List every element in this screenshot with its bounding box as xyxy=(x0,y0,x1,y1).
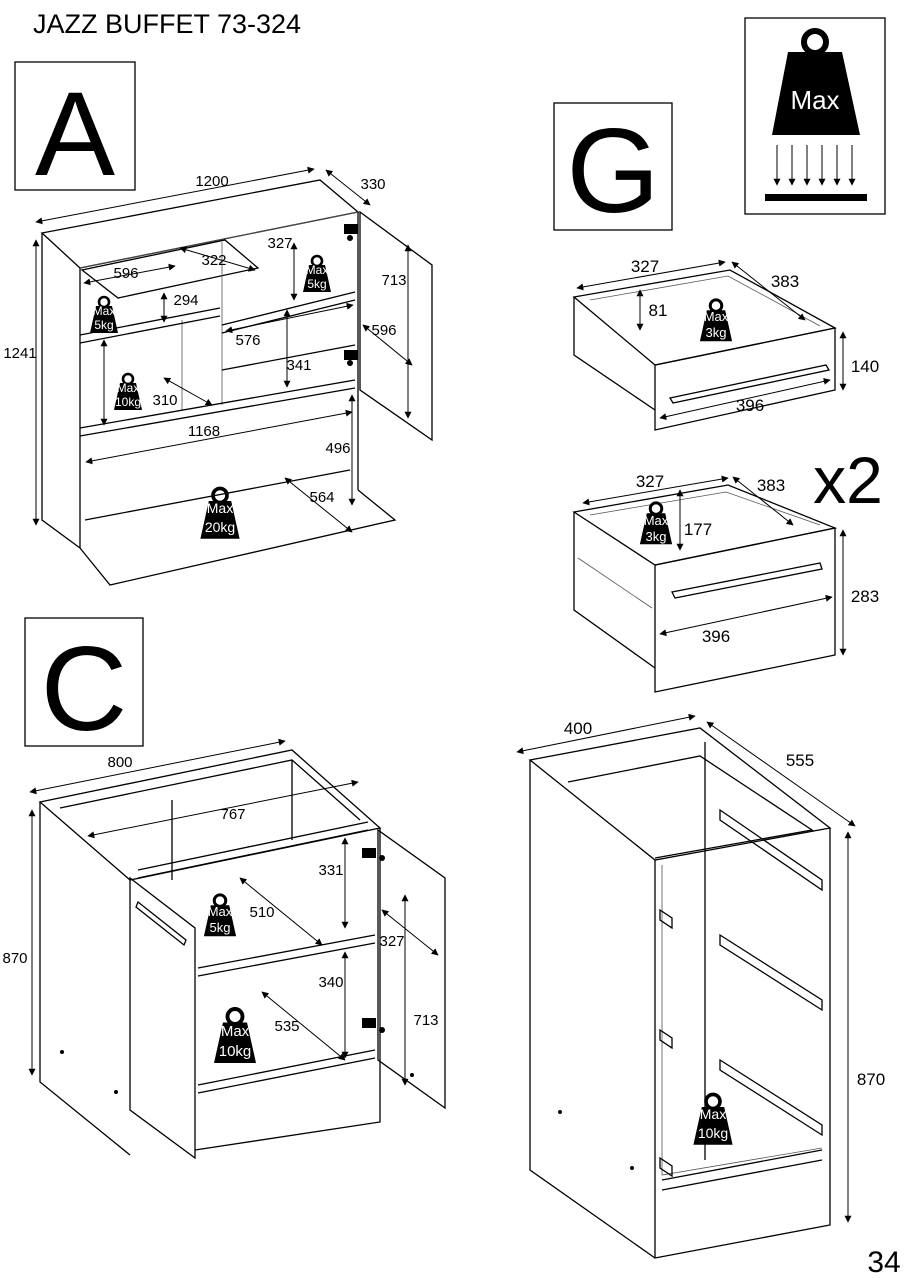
load-a-20kg-line2: 20kg xyxy=(205,519,235,535)
dim-a-width: 1200 xyxy=(195,173,228,190)
dim-c-door-width: 327 xyxy=(379,933,404,950)
load-c-5kg-line1: Max xyxy=(208,904,233,919)
drawer-large-drawing xyxy=(572,484,838,693)
dim-c-width: 800 xyxy=(107,754,132,771)
dim-c-shelf-gap: 331 xyxy=(318,862,343,879)
dim-g-carcass-height: 870 xyxy=(857,1070,885,1089)
dim-c-shelf-depth: 510 xyxy=(249,904,274,921)
max-symbol-label: Max xyxy=(790,85,839,115)
section-c-letter: C xyxy=(41,622,128,756)
drawer-carcass-drawing xyxy=(528,727,832,1259)
load-c-10kg-line1: Max xyxy=(221,1023,250,1040)
section-c: C 800 767 331 xyxy=(2,617,446,1160)
dim-c-height: 870 xyxy=(2,950,27,967)
dim-a-inner-576: 576 xyxy=(235,332,260,349)
drawer-small-drawing xyxy=(572,269,837,431)
dim-g-large-depth: 383 xyxy=(757,476,785,495)
section-a: A 1200 xyxy=(3,61,433,586)
section-g-frame xyxy=(553,102,673,231)
load-a-5kg-left-line1: Max xyxy=(93,304,116,318)
dim-a-height: 1241 xyxy=(3,345,36,362)
dim-c-inner-width: 767 xyxy=(220,806,245,823)
section-g-letter: G xyxy=(566,104,659,238)
load-c-5kg-line2: 5kg xyxy=(210,920,231,935)
dim-a-depth: 330 xyxy=(360,176,385,193)
dim-a-gap-294: 294 xyxy=(173,292,198,309)
load-a-10kg-line2: 10kg xyxy=(115,395,141,409)
dim-g-small-inner-height: 81 xyxy=(649,301,668,320)
dim-g-carcass-width: 400 xyxy=(564,719,592,738)
drawer-large-quantity: x2 xyxy=(813,443,883,517)
dim-a-inner-width: 1168 xyxy=(188,423,220,440)
page-number: 34 xyxy=(867,1246,900,1279)
dim-g-carcass-depth: 555 xyxy=(786,751,814,770)
load-g-large-line1: Max xyxy=(644,513,669,528)
section-a-letter: A xyxy=(35,67,115,201)
load-c-10kg-line2: 10kg xyxy=(219,1043,252,1060)
dim-g-large-inner-height: 177 xyxy=(684,520,712,539)
dim-g-small-depth: 383 xyxy=(771,272,799,291)
load-a-5kg-left-line2: 5kg xyxy=(94,318,113,332)
load-a-10kg-line1: Max xyxy=(117,381,140,395)
load-g-carcass-line2: 10kg xyxy=(698,1125,728,1141)
load-a-5kg-right-line1: Max xyxy=(306,263,329,277)
dim-a-shelf-top-width: 596 xyxy=(113,265,138,282)
load-g-small-line1: Max xyxy=(704,309,729,324)
dim-a-bottom-height: 496 xyxy=(325,440,350,457)
dim-a-depth-310: 310 xyxy=(152,392,177,409)
load-g-small-line2: 3kg xyxy=(706,325,727,340)
dim-g-large-front-height: 283 xyxy=(851,587,879,606)
dim-c-bottom-depth: 535 xyxy=(274,1018,299,1035)
dim-a-bottom-depth: 564 xyxy=(309,489,334,506)
dim-c-door-height: 713 xyxy=(413,1012,438,1029)
max-load-symbol: Max xyxy=(744,17,886,215)
load-g-carcass-line1: Max xyxy=(700,1106,726,1122)
weight-max-icon xyxy=(772,52,860,135)
dim-a-top-gap: 327 xyxy=(267,235,292,252)
dim-g-small-front-width: 396 xyxy=(736,396,764,415)
dim-c-lower-gap: 340 xyxy=(318,974,343,991)
page-title: JAZZ BUFFET 73-324 xyxy=(33,9,301,39)
load-g-large-line2: 3kg xyxy=(646,529,667,544)
load-a-5kg-right-line2: 5kg xyxy=(307,277,326,291)
dim-a-shelf-top-depth: 322 xyxy=(201,252,226,269)
dim-a-gap-341: 341 xyxy=(286,357,311,374)
dim-g-large-front-width: 396 xyxy=(702,627,730,646)
dim-a-door-width: 596 xyxy=(371,322,396,339)
dim-g-large-width: 327 xyxy=(636,472,664,491)
dim-g-small-width: 327 xyxy=(631,257,659,276)
buffet-a-drawing xyxy=(40,179,433,586)
dim-a-door-height: 713 xyxy=(381,272,406,289)
section-g: G Max 327 383 xyxy=(516,17,886,1259)
load-a-20kg-line1: Max xyxy=(207,500,233,516)
dim-g-small-front-height: 140 xyxy=(851,357,879,376)
